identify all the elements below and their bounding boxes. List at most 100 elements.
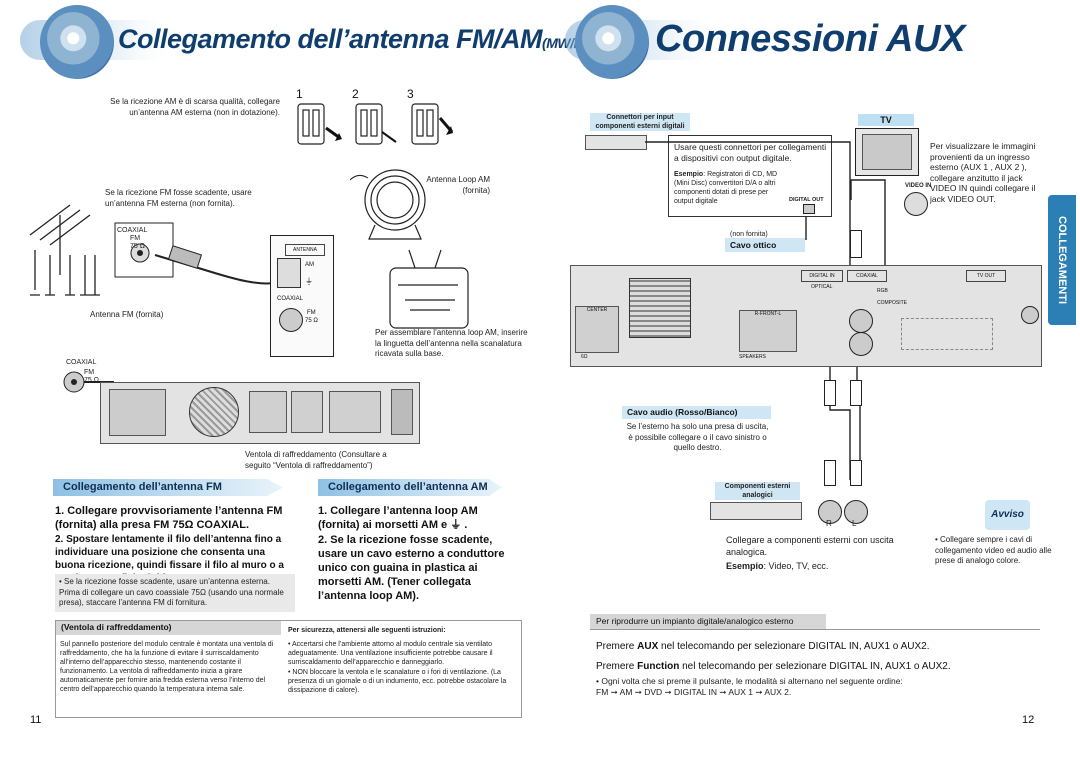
panel-center-label: CENTER (586, 307, 608, 313)
fm-step-1: 1. Collegare provvisoriamente l’antenna … (55, 505, 283, 531)
optical-cable-label: Cavo ottico (725, 238, 805, 252)
press1-pre: Premere (596, 641, 638, 652)
audio-cable-label: Cavo audio (Rosso/Bianco) (622, 406, 771, 419)
digital-in-label: DIGITAL IN (801, 270, 843, 282)
tv-out-label: TV OUT (966, 270, 1006, 282)
antenna-terminal-box: ANTENNA AM ⏚ COAXIAL FM 75 Ω (270, 235, 334, 357)
aux-jack-l (849, 332, 873, 356)
fan-box-title: (Ventola di raffreddamento) (55, 620, 281, 635)
optical-label: OPTICAL (811, 284, 833, 290)
am-loop-antenna (350, 169, 469, 329)
loop-label: Antenna Loop AM (fornita) (426, 175, 490, 195)
ohm-label-2: 75 Ω (84, 377, 99, 384)
not-supplied-label: (non fornita) (730, 231, 768, 238)
fm-label-2: FM (84, 369, 95, 376)
audio-note: Se l’esterno ha solo una presa di uscita… (626, 422, 769, 452)
external-components-label: Componenti esterni analogici (715, 482, 800, 500)
ground-icon: ⏚ (305, 277, 313, 286)
press1-key: AUX (637, 641, 659, 652)
title-main: Collegamento dell’antenna FM/AM (118, 24, 543, 54)
tv-label: TV (858, 114, 914, 126)
disc-icon (40, 5, 114, 79)
ohm6-label: 6Ω (581, 354, 588, 360)
analog-example: Esempio: Video, TV, ecc. (726, 561, 828, 572)
disc-icon-right (575, 5, 649, 79)
press-function-line: Premere Function nel telecomando per sel… (596, 661, 951, 672)
l-label: L (852, 519, 857, 528)
center-speaker-block: CENTER (575, 306, 619, 353)
digital-out-label: DIGITAL OUT (789, 197, 824, 203)
video-in-label: VIDEO IN (905, 183, 932, 189)
coax-label-2: COAXIAL (66, 359, 97, 366)
cycle-order: FM ➞ AM ➞ DVD ➞ DIGITAL IN ➞ AUX 1 ➞ AUX… (596, 687, 792, 697)
side-tab: COLLEGAMENTI (1048, 195, 1076, 325)
optical-plug (850, 230, 862, 258)
panel-block-a (249, 391, 287, 433)
terminal-steps-illustration (297, 103, 454, 145)
fan-note: Ventola di raffreddamento (Consultare a … (245, 450, 387, 470)
am-panel-label: AM (305, 262, 314, 268)
warning-text: • Collegare sempre i cavi di collegament… (935, 535, 1052, 565)
safety-item-1: • Accertarsi che l’ambiente attorno al m… (288, 641, 493, 666)
section-am-title: Collegamento dell’antenna AM (318, 479, 502, 496)
coax-plug-illustration (63, 371, 114, 393)
fm-jack (279, 308, 303, 332)
coax-label-1: COAXIAL (117, 227, 148, 234)
ohm-label-1: 75 Ω (130, 243, 145, 250)
step-number-1: 1 (296, 87, 303, 101)
coaxial-panel-label: COAXIAL (277, 296, 304, 302)
press-aux-line: Premere AUX nel telecomando per selezion… (596, 641, 930, 652)
fm-label-1: FM (130, 235, 141, 242)
rgb-label: RGB (877, 288, 888, 294)
side-tab-label: COLLEGAMENTI (1056, 216, 1068, 304)
fm-antenna-label: Antenna FM (fornita) (90, 310, 164, 319)
analog-example-label: Esempio (726, 561, 764, 571)
analog-note: Collegare a componenti esterni con uscit… (726, 535, 894, 557)
panel-front-label: R-FRONT-L (754, 311, 782, 317)
cycle-note: • Ogni volta che si preme il pulsante, l… (596, 676, 903, 686)
rca-plug-r-top (824, 380, 836, 406)
fan-grille (189, 387, 239, 437)
video-in-jack (904, 192, 928, 216)
example-label: Esempio (674, 171, 704, 178)
step-number-2: 2 (352, 87, 359, 101)
section-fm-title: Collegamento dell’antenna FM (53, 479, 283, 496)
assemble-note: Per assemblare l’antenna loop AM, inseri… (375, 328, 528, 358)
analog-jack-l (844, 500, 868, 524)
digital-info-box (668, 135, 832, 217)
warning-badge: Avviso (985, 500, 1030, 530)
digital-example: Esempio: Registratori di CD, MD (Mini Di… (674, 170, 789, 206)
press2-post: nel telecomando per selezionare DIGITAL … (679, 661, 951, 672)
ohm-panel-label: 75 Ω (305, 318, 318, 324)
panel-block-b (291, 391, 323, 433)
digital-note: Usare questi connettori per collegamenti… (674, 142, 827, 163)
panel-block-c (329, 391, 381, 433)
am-note: Se la ricezione AM è di scarsa qualità, … (110, 97, 280, 117)
analog-device (710, 502, 802, 520)
composite-label: COMPOSITE (877, 300, 908, 306)
press2-key: Function (637, 661, 680, 672)
aux-jack-r (849, 309, 873, 333)
safety-item-2: • NON bloccare la ventola e le scanalatu… (288, 669, 507, 694)
example-text: : Registratori di CD, MD (Mini Disc) con… (674, 171, 778, 205)
fm-note: Se la ricezione FM fosse scadente, usare… (105, 188, 252, 208)
rca-plug-r-bottom (824, 460, 836, 486)
fm-note-box: • Se la ricezione fosse scadente, usare … (55, 574, 295, 612)
analog-example-text: : Video, TV, ecc. (763, 561, 829, 571)
playback-bar: Per riprodurre un impianto digitale/anal… (590, 614, 826, 629)
rca-plug-l-top (850, 380, 862, 406)
coaxial-label-right: COAXIAL (847, 270, 887, 282)
rear-panel-unit-right: CENTER R-FRONT-L SPEAKERS 6Ω DIGITAL IN … (570, 265, 1042, 367)
am-step-2: 2. Se la ricezione fosse scadente, usare… (318, 534, 505, 602)
page-number-right: 12 (1022, 714, 1035, 726)
fm-antenna-illustration (29, 204, 286, 296)
rear-panel-unit-left (100, 382, 420, 444)
r-label: R (826, 519, 832, 528)
fm-panel-label: FM (307, 310, 316, 316)
panel-block-d (391, 389, 413, 435)
front-speaker-block: R-FRONT-L (739, 310, 797, 352)
speaker-terminals (109, 389, 166, 436)
fan-box-text: Sul pannello posteriore del modulo centr… (60, 641, 274, 693)
playback-divider (590, 629, 1040, 630)
page-title-left: Collegamento dell’antenna FM/AM(MW/LW) (118, 24, 598, 55)
